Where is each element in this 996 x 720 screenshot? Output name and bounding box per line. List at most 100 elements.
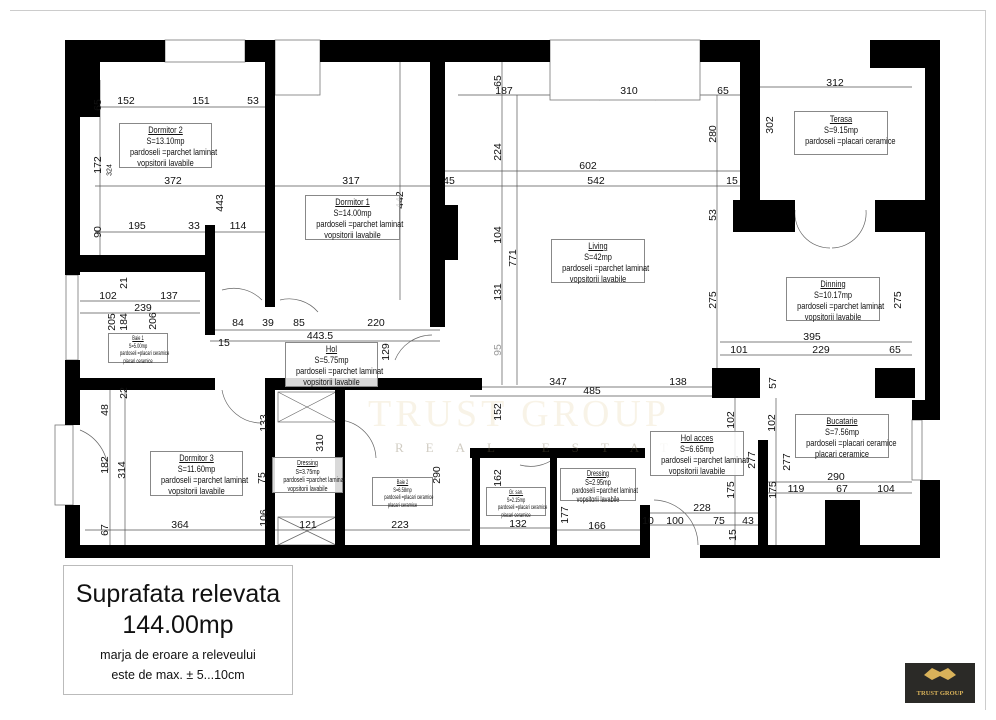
dim-label: 15 <box>726 529 739 541</box>
dim-label: 129 <box>379 343 392 361</box>
dim-label: 177 <box>558 506 571 524</box>
room-walls: vopsitorii lavabile <box>668 466 726 477</box>
room-area: S=10.17mp <box>813 290 853 301</box>
room-area: S=6.65mp <box>679 444 714 455</box>
room-area: S=7.56mp <box>824 427 859 438</box>
room-walls: vopsitorii lavabile <box>804 312 862 323</box>
room-label-dressing-1: Dressing S=3.75mp pardoseli =parchet lam… <box>272 457 345 493</box>
dim-label: 290 <box>430 466 443 484</box>
dim-label: 106 <box>257 509 270 527</box>
summary-title: Suprafata relevata <box>75 580 281 608</box>
dim-label: 131 <box>491 283 504 301</box>
dim-label: 172 <box>91 156 104 174</box>
trust-group-logo: TRUST GROUP <box>905 663 975 703</box>
dim-label: 602 <box>579 159 597 172</box>
dim-label: 310 <box>620 84 638 97</box>
dim-label: 152 <box>117 94 135 107</box>
watermark-subtitle: REAL ESTATE <box>395 440 720 455</box>
dim-label: 275 <box>891 291 904 309</box>
room-area: S=2.95mp <box>585 477 611 487</box>
room-name: Dormitor 3 <box>179 453 214 464</box>
handshake-icon <box>924 668 956 680</box>
room-walls: vopsitorii lavabile <box>303 377 360 388</box>
room-floor: pardoseli =placari ceramice <box>384 494 434 501</box>
dim-label: 95 <box>491 344 504 356</box>
dim-label: 53 <box>247 94 259 107</box>
walls <box>65 40 940 558</box>
room-label-dormitor-2: Dormitor 2 S=13.10mp pardoseli =parchet … <box>119 123 218 169</box>
room-walls: vopsitorii lavabile <box>324 230 381 241</box>
dim-label: 182 <box>98 456 111 474</box>
page-frame-right <box>985 10 986 710</box>
dim-label: 187 <box>495 84 513 97</box>
dim-label: 314 <box>115 461 128 479</box>
room-area: S=11.60mp <box>177 464 216 475</box>
room-name: Hol <box>325 344 338 355</box>
dim-label: 104 <box>877 482 895 495</box>
room-floor: pardoseli =parchet laminat <box>661 455 749 466</box>
dim-label: 175 <box>766 481 779 499</box>
room-walls: vopsitorii lavabile <box>287 483 328 493</box>
room-walls: vopsitorii lavabile <box>168 486 225 497</box>
dim-label: 151 <box>192 94 210 107</box>
dim-label: 22 <box>117 387 130 399</box>
room-area: S=13.10mp <box>146 136 185 147</box>
room-label-dormitor-3: Dormitor 3 S=11.60mp pardoseli =parchet … <box>150 451 248 497</box>
page-frame-top <box>10 10 986 11</box>
room-label-hol-acces: Hol acces S=6.65mp pardoseli =parchet la… <box>650 431 749 477</box>
dim-label: 10 <box>642 514 654 527</box>
dim-label: 102 <box>724 411 737 429</box>
room-floor: pardoseli =placari ceramice <box>120 350 170 357</box>
dim-label: 166 <box>588 519 606 532</box>
dim-label: 15 <box>218 336 230 349</box>
dim-label: 443.5 <box>306 329 334 342</box>
room-name: Dinning <box>820 279 846 290</box>
dim-label: 119 <box>787 482 805 495</box>
room-name: Dormitor 1 <box>335 197 370 208</box>
room-label-dressing-2: Dressing S=2.95mp pardoseli =parchet lam… <box>560 468 638 503</box>
room-name: Bucatarie <box>826 416 858 427</box>
room-name: Dressing <box>586 469 610 478</box>
dim-label: 443 <box>213 194 226 212</box>
room-name: Terasa <box>829 114 853 125</box>
room-area: S=14.00mp <box>333 208 372 219</box>
dim-label: 280 <box>706 125 719 143</box>
dim-label: 75 <box>713 514 725 527</box>
dim-label: 364 <box>171 518 189 531</box>
dim-label: 133 <box>257 414 270 432</box>
room-floor: pardoseli =placari ceramice <box>805 136 896 147</box>
dim-label: 43 <box>742 514 754 527</box>
room-label-living: Living S=42mp pardoseli =parchet laminat… <box>551 239 649 285</box>
dim-label: 67 <box>98 524 111 536</box>
room-name: Dressing <box>297 458 318 467</box>
summary-total-area: 144.00mp <box>122 611 234 639</box>
dim-label: 53 <box>706 209 719 221</box>
dim-label: 317 <box>342 174 360 187</box>
room-area: S=5.00mp <box>128 342 148 350</box>
room-name: Baie 1 <box>132 335 144 342</box>
room-area: S=9.15mp <box>823 125 858 136</box>
dim-label: 372 <box>164 174 182 187</box>
dim-label: 395 <box>803 330 821 343</box>
room-label-dinning: Dinning S=10.17mp pardoseli =parchet lam… <box>786 277 884 323</box>
dim-label: 347 <box>549 375 567 388</box>
dim-label: 90 <box>91 226 104 238</box>
dim-label: 205 <box>105 313 118 331</box>
dim-label: 102 <box>99 289 117 302</box>
room-floor: pardoseli =parchet laminat <box>130 147 218 158</box>
room-name: Living <box>588 241 608 252</box>
room-walls: vopsitorii lavabile <box>137 158 194 169</box>
dim-label: 175 <box>724 481 737 499</box>
room-walls: placari ceramice <box>123 357 153 365</box>
dim-label: 206 <box>146 312 159 330</box>
room-name: Baie 2 <box>396 479 409 486</box>
dim-label: 239 <box>134 301 152 314</box>
dim-label: 121 <box>299 518 317 531</box>
room-label-terasa: Terasa S=9.15mp pardoseli =placari ceram… <box>794 111 896 155</box>
dim-label: 290 <box>827 470 845 483</box>
room-area: S=42mp <box>584 252 612 263</box>
room-area: S=6.58mp <box>393 486 412 494</box>
dim-label: 542 <box>587 174 605 187</box>
room-floor: pardoseli =placari ceramice <box>806 438 897 449</box>
